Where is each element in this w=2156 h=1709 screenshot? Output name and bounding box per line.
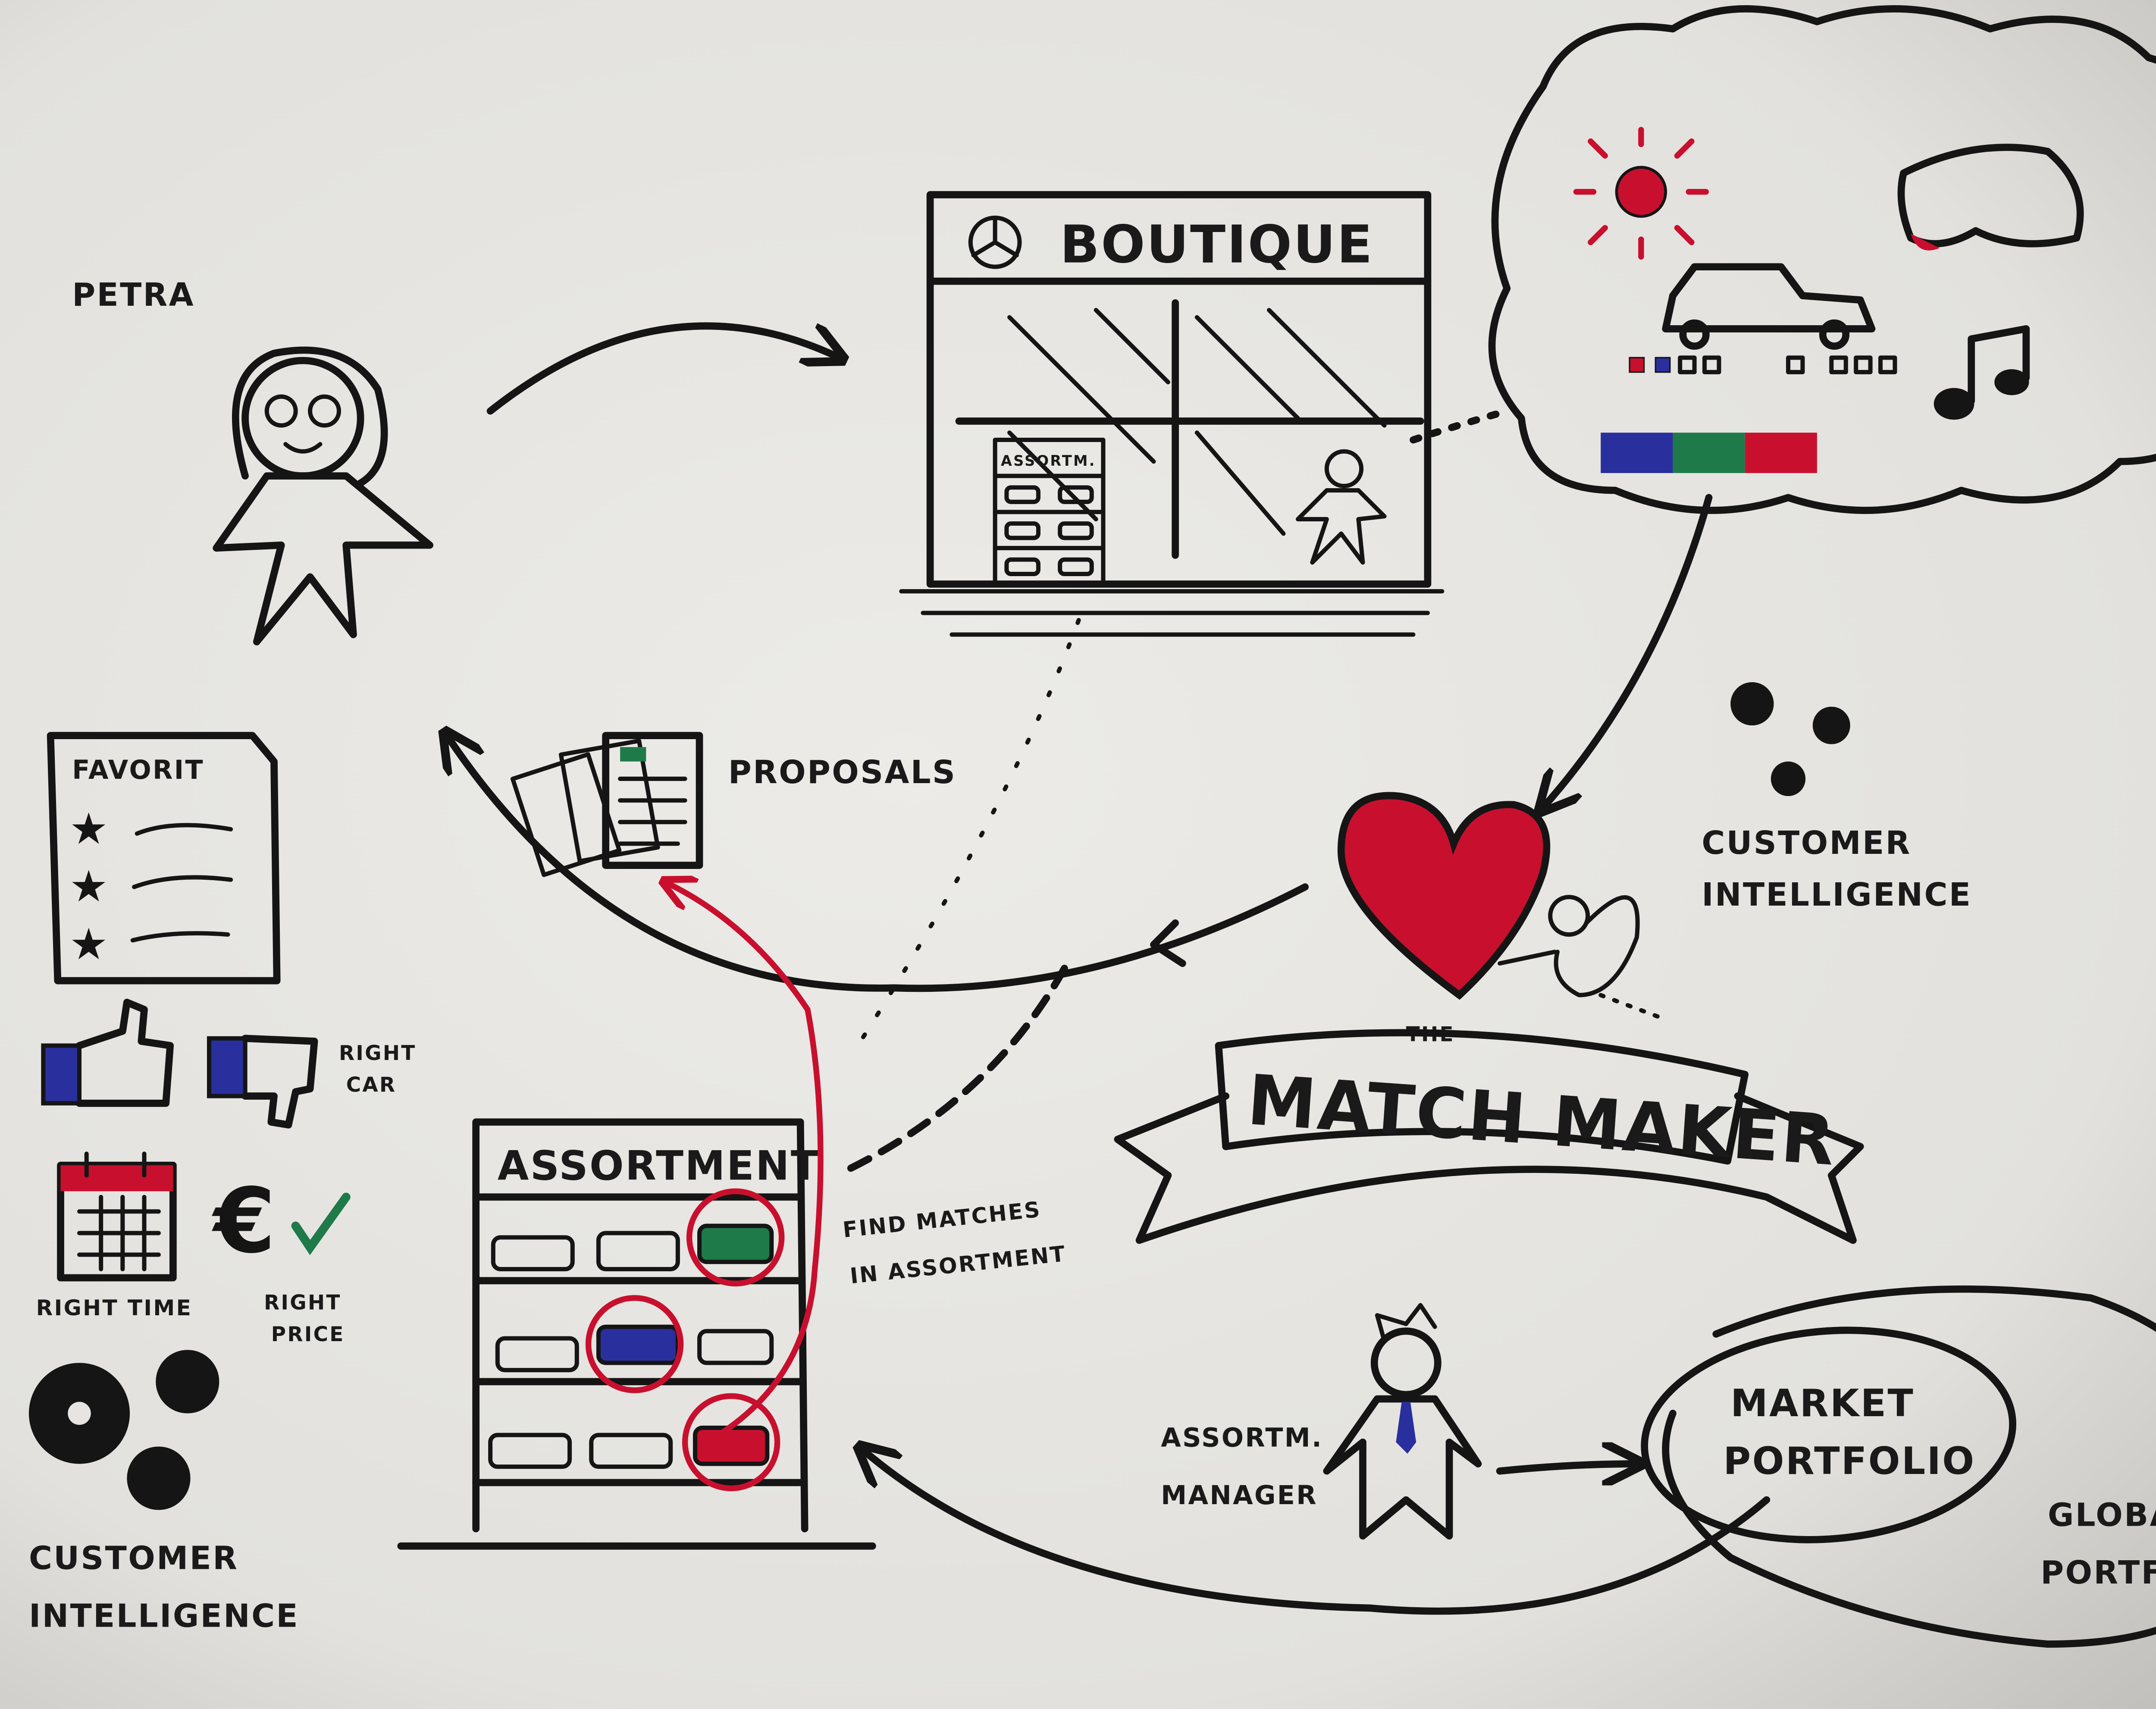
arrow-petra-to-boutique (486, 322, 839, 415)
petra-in-boutique (1295, 449, 1387, 565)
customer-intelligence-right-1: CUSTOMER (1702, 825, 1911, 862)
favorites-list: FAVORIT ★ ★ ★ (47, 732, 281, 985)
arrow-cloud-to-heart (1543, 494, 1713, 808)
star-icon: ★ (69, 921, 108, 969)
boutique-title: BOUTIQUE (1060, 215, 1374, 275)
right-time-label: RIGHT TIME (36, 1295, 193, 1320)
match-circle (682, 1393, 780, 1492)
gears-icon-left (28, 1350, 219, 1510)
match-circle (686, 1188, 785, 1287)
petra-figure (213, 346, 434, 646)
thumbs-up-icon (41, 998, 174, 1107)
star-icon: ★ (69, 863, 108, 911)
arrow-portfolio-to-assortment (862, 1449, 1771, 1615)
manager-label-1: ASSORTM. (1161, 1423, 1323, 1453)
dog-icon (1897, 144, 2084, 251)
global-portfolio-label-1: GLOBAL (2048, 1497, 2156, 1533)
sun-icon (1573, 127, 1709, 260)
thumbs-down-icon (207, 1035, 318, 1129)
arrow-chevron (1150, 919, 1186, 967)
color-swatches (1629, 355, 1897, 374)
heart-icon (1337, 792, 1551, 1000)
music-note-icon (1934, 325, 2030, 420)
calendar-icon (57, 1151, 177, 1282)
proposals-label: PROPOSALS (728, 754, 956, 791)
dotted-link (860, 618, 1081, 1041)
star-icon: ★ (69, 805, 108, 853)
thought-cloud (1488, 5, 2156, 514)
right-car-label-2: CAR (346, 1074, 397, 1097)
right-price-label-2: PRICE (271, 1323, 345, 1346)
global-portfolio-ellipse (1662, 1285, 2156, 1648)
proposals-icon (510, 732, 703, 877)
mercedes-star-icon (968, 215, 1022, 269)
favorites-title: FAVORIT (72, 755, 204, 785)
checkmark-icon (291, 1192, 351, 1255)
market-portfolio-label-2: PORTFOLIO (1724, 1439, 1976, 1483)
customer-intelligence-left-1: CUSTOMER (29, 1540, 238, 1577)
assortment-manager-figure (1323, 1303, 1482, 1540)
euro-icon: € (212, 1169, 276, 1273)
market-portfolio-label-1: MARKET (1730, 1381, 1915, 1425)
boutique: BOUTIQUE ASSORTM. (899, 191, 1445, 637)
petra-label: PETRA (72, 277, 195, 314)
market-portfolio-ellipse (1641, 1326, 2016, 1543)
thought-dots (1410, 407, 1511, 444)
manager-label-2: MANAGER (1161, 1480, 1318, 1511)
customer-intelligence-right-2: INTELLIGENCE (1702, 877, 1972, 913)
color-scribble (1601, 433, 1817, 473)
dashed-link (847, 960, 1071, 1172)
boutique-shelf: ASSORTM. (993, 437, 1106, 586)
petra: PETRA (72, 277, 434, 646)
global-portfolio-label-2: PORTFOLIO (2040, 1555, 2156, 1591)
arrow-manager-to-market (1496, 1464, 1637, 1471)
right-price-label-1: RIGHT (264, 1292, 342, 1315)
assortment-shelf: ASSORTMENT (397, 1118, 876, 1550)
right-car-label-1: RIGHT (339, 1042, 417, 1065)
gears-icon-right (1730, 682, 1850, 796)
car-icon (1662, 263, 1876, 350)
arrow-matches-to-proposals (666, 883, 824, 1445)
cupid-icon (1498, 895, 1640, 997)
customer-intelligence-left-2: INTELLIGENCE (29, 1598, 299, 1634)
cupid-dots (1598, 993, 1661, 1019)
match-circle (585, 1295, 684, 1393)
boutique-shelf-label: ASSORTM. (1001, 452, 1096, 469)
assortment-title: ASSORTMENT (498, 1143, 820, 1190)
